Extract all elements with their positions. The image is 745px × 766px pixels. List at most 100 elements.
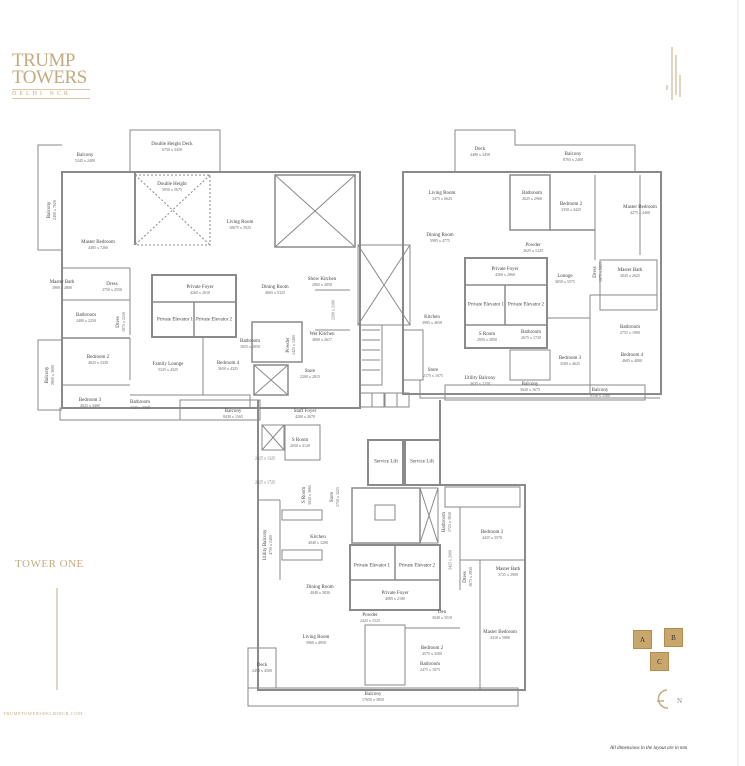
room-label: Private Elevator 2: [399, 564, 435, 569]
room-name: Private Elevator 1: [467, 302, 505, 308]
room-label: Private Elevator 2: [196, 318, 232, 323]
room-dimensions: 2625 x 1225: [523, 248, 543, 253]
core-stair: [351, 487, 421, 544]
room-dimensions: 2425 x 1325: [255, 455, 275, 461]
brand-line2: TOWERS: [12, 67, 87, 88]
room-dimensions: 1725 x 3650: [447, 512, 452, 532]
room-dimensions: 10675 x 5925: [229, 225, 251, 230]
room-dimensions: 3650 x 4325: [217, 366, 238, 371]
room-dimensions: 5245 x 2400: [75, 158, 95, 163]
room-name: Show Kitchen: [307, 277, 337, 282]
key-plan-unit-c: C: [650, 652, 669, 671]
room-name: Bathroom: [240, 339, 260, 344]
room-name: Living Room: [428, 191, 456, 196]
room-label: Private Elevator 2: [508, 303, 544, 308]
balcony-outline: [37, 144, 62, 251]
room-dimensions: 8430 x 1565: [223, 414, 243, 419]
room-dimensions: 1675 x 2625: [598, 262, 603, 282]
room-dimensions: 4310 x 5080: [490, 635, 510, 640]
room-name: Bathroom: [130, 400, 150, 405]
room-dimensions: 4025 x 3330: [87, 360, 108, 365]
room-dimensions: 1675 x 2850: [468, 567, 473, 587]
room-name: Bathroom: [620, 325, 640, 330]
room-dimensions: 6750 x 3450: [161, 147, 182, 152]
room-name: Kitchen: [424, 315, 440, 320]
room-name: Double Height: [157, 182, 187, 187]
room-dimensions: 3900 x 4800: [51, 285, 72, 290]
room-dimensions: 2750 x 2550: [102, 287, 122, 292]
room-dimensions: 3620 x 1675: [520, 387, 540, 392]
room-name: Bathroom: [521, 330, 541, 335]
room-dimensions: 1750 x 1225: [335, 487, 340, 507]
room-name: Master Bedroom: [81, 240, 115, 245]
room-name: Bedroom 2: [420, 646, 444, 651]
room-label: Private Elevator 1: [157, 318, 193, 323]
room-dimensions: 4000 x 2617: [311, 337, 332, 342]
room-name: Dining Room: [261, 285, 289, 290]
room-dimensions: 2400 x 7620: [52, 200, 57, 220]
room-dimensions: 2200 x 2100: [330, 300, 336, 320]
room-dimensions: 2675 x 1720: [521, 335, 541, 340]
room-name: Dress: [106, 282, 118, 287]
room-dimensions: 3985 x 4650: [422, 320, 442, 325]
room-name: Bedroom 4: [620, 353, 644, 358]
website-link[interactable]: TRUMPTOWERSDELHINCR.COM: [3, 711, 83, 716]
room-dimensions: 2200 x 2815: [300, 374, 320, 379]
balcony-outline: [37, 339, 62, 411]
room-name: Powder: [525, 243, 541, 248]
room-dimensions: 17650 x 3850: [362, 697, 384, 702]
room-dimensions: 4275 x 4400: [630, 210, 650, 215]
room-name: Private Elevator 2: [398, 563, 436, 569]
room-dimensions: 3045 x 2625: [619, 273, 640, 278]
tower-logo-mark: [666, 47, 681, 100]
room-name: Master Bath: [617, 268, 643, 273]
service-lift: [404, 439, 441, 486]
room-name: Bedroom 3: [558, 356, 582, 361]
double-height-void: [134, 174, 211, 246]
north-arrow-icon: [657, 689, 669, 709]
room-name: Master Bath: [49, 280, 75, 285]
room-name: Service Lift: [410, 459, 434, 465]
room-label: Private Elevator 1: [354, 564, 390, 569]
room-label: 2025 x 1725: [255, 480, 275, 485]
room-name: Private Elevator 1: [353, 563, 391, 569]
room-label: Private Elevator 1: [468, 303, 504, 308]
room-name: Bedroom 3: [480, 530, 504, 535]
room-name: Family Lounge: [152, 362, 184, 367]
room-label: Service Lift: [374, 460, 398, 465]
room-name: Double Height Deck: [151, 142, 193, 147]
room-name: Private Foyer: [381, 591, 409, 596]
room-name: Deck: [474, 147, 486, 152]
room-dimensions: 2755 x 1900: [620, 330, 640, 335]
